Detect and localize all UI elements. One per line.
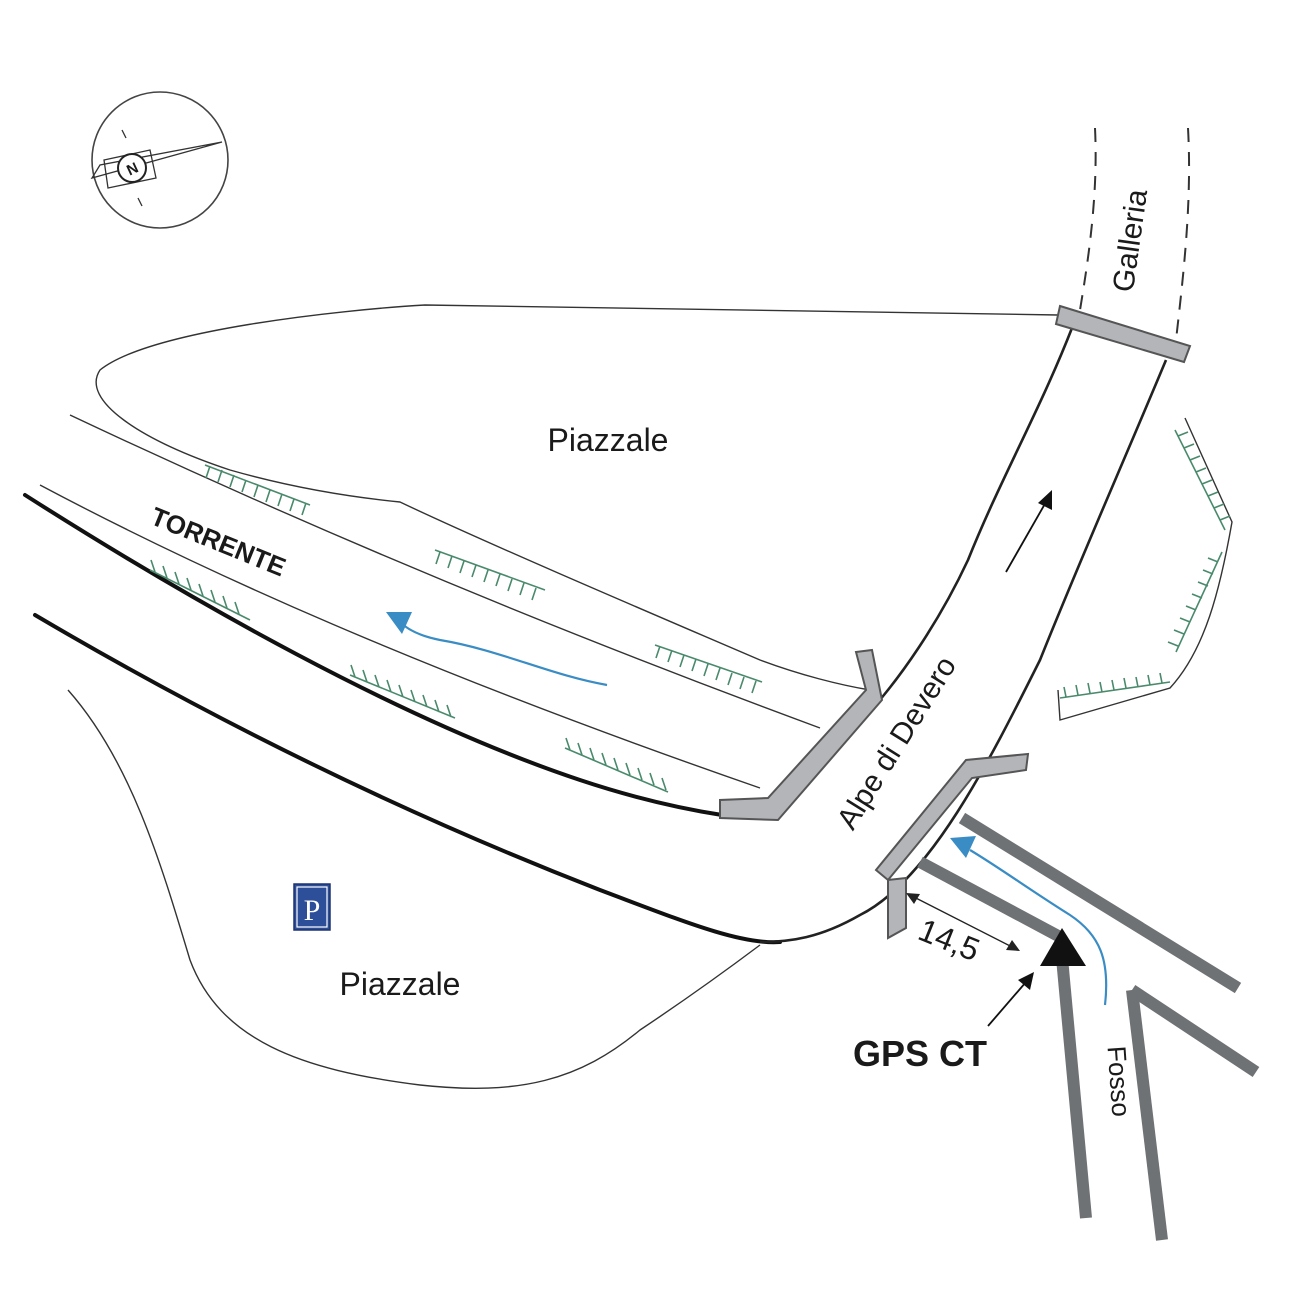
road-direction-arrow <box>1005 490 1052 573</box>
distance-arrow <box>906 893 1020 951</box>
torrente-flow-arrow <box>386 612 608 687</box>
torrente-bank-north <box>69 414 821 729</box>
tunnel-portal <box>1054 304 1192 364</box>
torrente-label: TORRENTE <box>147 501 290 582</box>
compass-icon: N <box>90 91 229 229</box>
road-edge-east <box>759 359 1168 944</box>
piazzale-north-outline <box>95 304 1059 691</box>
ditch-label: Fosso <box>1102 1045 1137 1118</box>
gps-pointer-arrow <box>987 972 1034 1027</box>
parking-icon: P <box>293 883 331 931</box>
vegetation-hatches <box>149 429 1231 793</box>
piazzale-south-label: Piazzale <box>340 966 461 1002</box>
ditch-walls <box>917 812 1260 1241</box>
distance-label: 14,5 <box>914 911 985 968</box>
piazzale-south-outline <box>67 689 761 1089</box>
road-edge-west <box>861 327 1074 721</box>
torrente-bridge <box>719 648 884 822</box>
piazzale-north-label: Piazzale <box>548 422 669 458</box>
ditch-flow-arrow <box>950 836 1108 1006</box>
gps-label: GPS CT <box>853 1033 987 1074</box>
gps-marker-icon <box>1040 928 1086 966</box>
torrente-thick-south <box>33 613 782 945</box>
tunnel-label: Galleria <box>1107 187 1154 294</box>
torrente-thick-north <box>23 493 724 817</box>
parking-label: P <box>304 894 321 927</box>
east-area-outline <box>1057 417 1233 721</box>
torrente-bank-south <box>39 484 761 789</box>
ditch-culvert <box>874 752 1030 940</box>
tunnel-edge-west <box>1079 127 1097 311</box>
tunnel-edge-east <box>1175 127 1191 341</box>
